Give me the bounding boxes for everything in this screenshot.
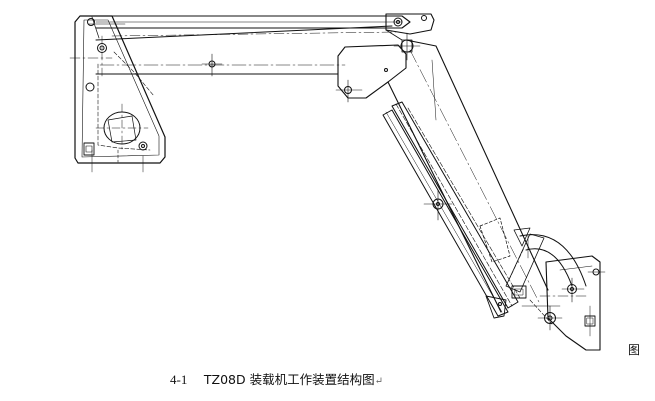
lift-cylinder — [382, 101, 521, 319]
bracket-hole-top — [87, 18, 95, 26]
diagonal-boom — [387, 39, 549, 313]
pivot-plate — [335, 44, 407, 103]
left-bracket — [69, 15, 166, 173]
top-joint — [385, 13, 435, 61]
figure-caption: 4-1 TZ08D 装载机工作装置结构图↵ — [170, 372, 383, 390]
bucket-linkage — [505, 227, 606, 351]
paragraph-mark: ↵ — [374, 376, 383, 387]
caption-number: 4-1 — [170, 372, 188, 387]
upper-boom — [95, 15, 411, 97]
figure-side-character: 图 — [628, 343, 641, 357]
caption-title: TZ08D 装载机工作装置结构图 — [203, 372, 375, 387]
